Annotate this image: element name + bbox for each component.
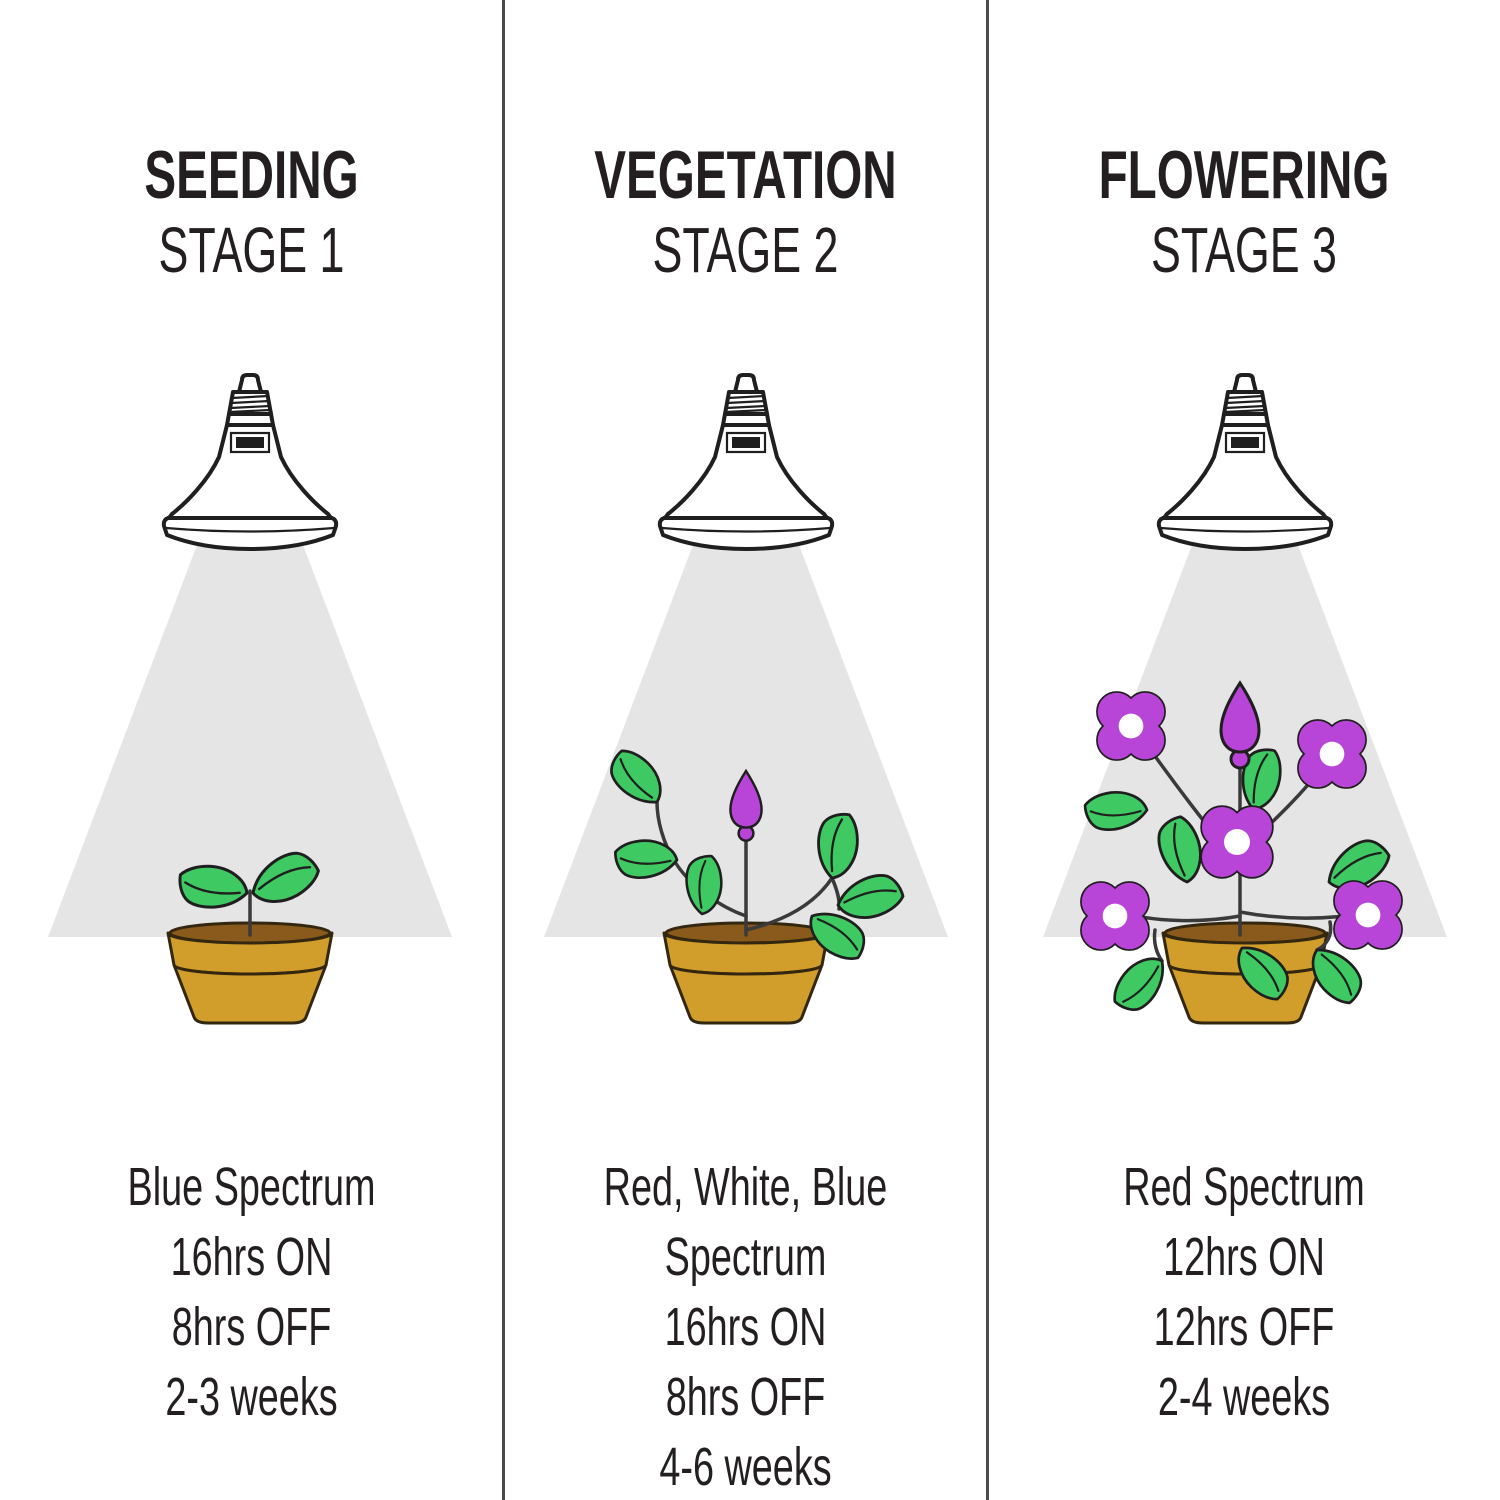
stage-subtitle: STAGE 3 [1151, 214, 1337, 286]
flower-pot-icon [662, 931, 830, 1025]
stage-subtitle: STAGE 2 [652, 214, 839, 286]
leaves-over-pot [1103, 920, 1371, 1020]
light-beam [48, 545, 452, 937]
grow-light-bulb-icon [1156, 373, 1334, 551]
flowering-title-block: FLOWERING STAGE 3 [1065, 138, 1423, 288]
vegetation-plant-icon [601, 740, 907, 937]
flower-pot-icon [166, 931, 334, 1025]
spec-line: 2-3 weeks [165, 1367, 338, 1427]
spec-line: 16hrs ON [170, 1227, 333, 1287]
purple-flower-icon [1200, 805, 1274, 879]
column-flowering: FLOWERING STAGE 3 [988, 0, 1500, 1500]
purple-flower-icon [1096, 691, 1166, 761]
spec-line: 12hrs OFF [1153, 1297, 1335, 1357]
flowering-illustration [1043, 373, 1447, 1025]
spec-line: 4-6 weeks [659, 1437, 832, 1497]
spec-line: 2-4 weeks [1157, 1367, 1331, 1427]
stage-title: SEEDING [144, 137, 359, 213]
vegetation-illustration [544, 373, 948, 1025]
seeding-title-block: SEEDING STAGE 1 [75, 138, 427, 288]
grow-light-bulb-icon [657, 373, 835, 551]
flowering-plant-icon [1080, 681, 1403, 951]
stage-title: VEGETATION [594, 137, 897, 213]
column-divider [502, 0, 505, 1500]
vegetation-specs: Red, White, Blue Spectrum 16hrs ON 8hrs … [576, 1152, 916, 1500]
spec-line: 8hrs OFF [665, 1367, 826, 1427]
spec-line: Red, White, Blue Spectrum [603, 1157, 888, 1287]
column-vegetation: VEGETATION STAGE 2 Red, White [503, 0, 988, 1500]
spec-line: 12hrs ON [1163, 1227, 1325, 1287]
purple-flower-icon [1333, 880, 1403, 950]
spec-line: Red Spectrum [1123, 1157, 1365, 1217]
flowering-specs: Red Spectrum 12hrs ON 12hrs OFF 2-4 week… [1065, 1152, 1423, 1432]
vegetation-title-block: VEGETATION STAGE 2 [576, 138, 916, 288]
column-divider [986, 0, 989, 1500]
grow-light-bulb-icon [161, 373, 339, 551]
spec-line: 16hrs ON [664, 1297, 827, 1357]
stage-subtitle: STAGE 1 [158, 214, 345, 286]
spec-line: Blue Spectrum [127, 1157, 376, 1217]
seedling-plant-icon [171, 846, 326, 937]
seeding-specs: Blue Spectrum 16hrs ON 8hrs OFF 2-3 week… [75, 1152, 427, 1432]
purple-flower-icon [1297, 719, 1367, 789]
purple-flower-icon [1080, 881, 1150, 951]
spec-line: 8hrs OFF [171, 1297, 332, 1357]
column-seeding: SEEDING STAGE 1 Blue Spectrum 16hrs ON 8… [0, 0, 503, 1500]
stage-title: FLOWERING [1098, 137, 1390, 213]
seeding-illustration [48, 373, 452, 1025]
